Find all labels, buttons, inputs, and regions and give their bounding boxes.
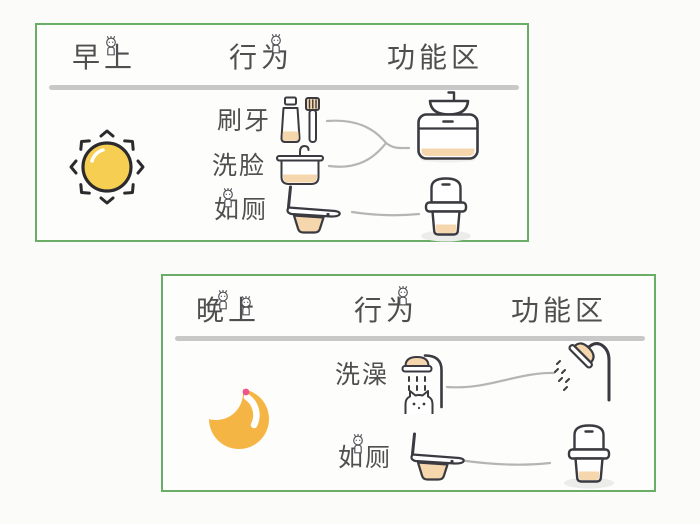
morning-header-divider bbox=[49, 85, 519, 90]
evening-header-divider bbox=[175, 336, 645, 341]
toilet-front-icon bbox=[564, 424, 614, 489]
toilet-front-icon bbox=[421, 177, 471, 242]
behavior-label-wash-face: 洗脸 bbox=[212, 151, 267, 180]
sun-icon bbox=[69, 129, 145, 205]
mascot-snowman-icon bbox=[398, 286, 408, 306]
connector-merge-to-vanity bbox=[384, 141, 411, 150]
behavior-label-bathe: 洗澡 bbox=[335, 360, 390, 389]
morning-behavior-header: 行为 bbox=[229, 41, 294, 74]
toothpaste-toothbrush-icon bbox=[280, 96, 320, 143]
connector-bath-to-shower bbox=[445, 371, 556, 389]
morning-panel: 早上 行为 功能区 刷牙 bbox=[35, 23, 529, 242]
behavior-label-use-toilet: 如厕 bbox=[214, 195, 269, 224]
mascot-snowman-icon bbox=[218, 290, 228, 310]
mascot-snowman-icon bbox=[353, 434, 363, 454]
connector-toilet-to-toilet bbox=[350, 210, 421, 217]
shower-cat-icon bbox=[401, 354, 443, 414]
connector-face-to-vanity bbox=[327, 141, 388, 168]
morning-zone-header: 功能区 bbox=[387, 41, 484, 74]
mascot-snowman-icon bbox=[223, 188, 233, 208]
morning-connectors bbox=[325, 119, 421, 217]
evening-zone-header: 功能区 bbox=[511, 294, 608, 327]
evening-connectors bbox=[445, 371, 556, 466]
behavior-label-use-toilet: 如厕 bbox=[338, 443, 393, 472]
mascot-snowman-icon bbox=[241, 296, 251, 316]
mascot-snowman-icon bbox=[271, 34, 281, 54]
vanity-cabinet-sink-icon bbox=[417, 91, 479, 163]
connector-toilet-to-toilet bbox=[457, 458, 552, 466]
morning-time-header: 早上 bbox=[72, 41, 137, 74]
evening-panel: 晚上 行为 功能区 洗澡 如厕 bbox=[161, 274, 656, 492]
moon-icon bbox=[199, 381, 269, 449]
mascot-snowman-icon bbox=[106, 36, 116, 56]
washbasin-icon bbox=[276, 145, 324, 185]
shower-head-icon bbox=[554, 342, 611, 402]
toilet-side-icon bbox=[286, 185, 341, 234]
behavior-label-brush-teeth: 刷牙 bbox=[217, 106, 272, 135]
toilet-side-icon bbox=[410, 432, 465, 481]
connector-brush-to-vanity bbox=[325, 119, 388, 145]
